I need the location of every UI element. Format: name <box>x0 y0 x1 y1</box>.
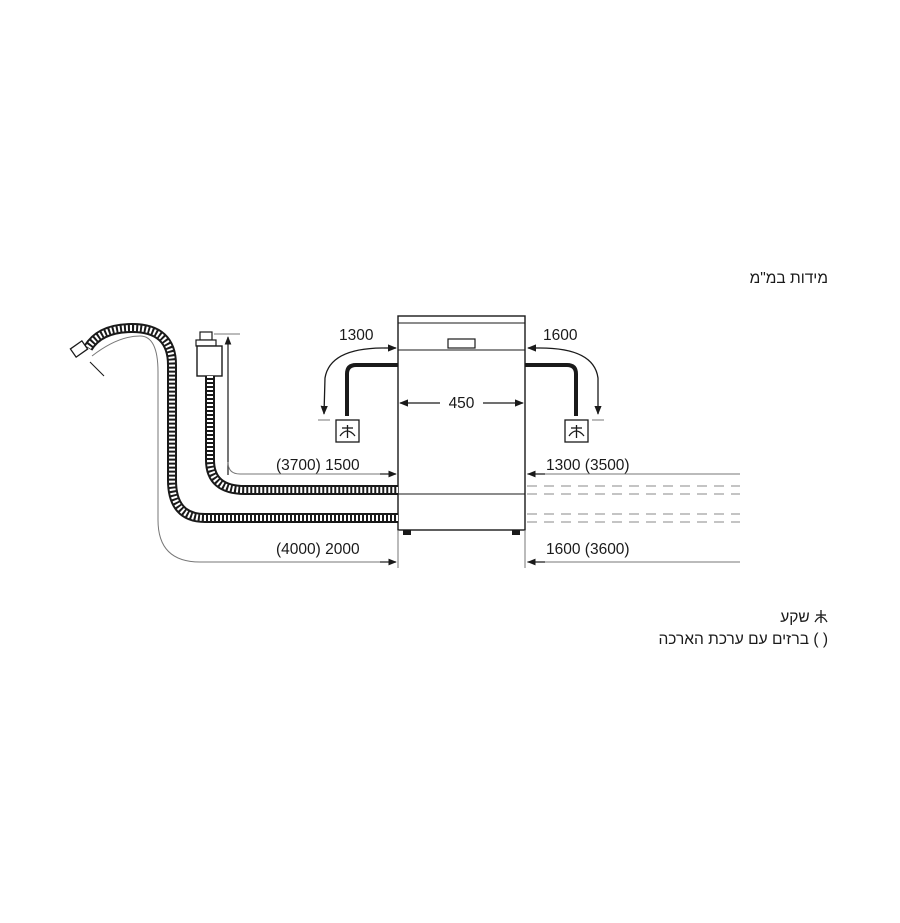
legend-brackets-label: ברזים עם ערכת הארכה <box>658 631 810 648</box>
dishwasher-handle <box>447 338 476 349</box>
right-power-cable <box>525 363 578 416</box>
left-lower-hose-label: (4000) 2000 <box>276 541 360 558</box>
socket-icon-legend <box>814 608 828 627</box>
right-height-label: 1600 <box>543 327 578 344</box>
dishwasher <box>397 315 526 535</box>
drain-hose <box>83 322 398 523</box>
legend-socket-label: שקע <box>780 609 810 626</box>
left-upper-hose-label: (3700) 1500 <box>276 457 360 474</box>
legend-socket: שקע <box>780 608 828 627</box>
legend-brackets: ( ) ברזים עם ערכת הארכה <box>658 631 828 649</box>
right-upper-hose-label: 1300 (3500) <box>546 457 630 474</box>
left-height-label: 1300 <box>339 327 374 344</box>
units-note: מידות במ"מ <box>749 270 828 287</box>
inlet-valve <box>195 331 223 377</box>
legend-brackets-symbol: ( ) <box>813 631 828 648</box>
socket-icon <box>335 419 360 443</box>
dishwasher-foot-right <box>512 530 520 535</box>
left-height-arc <box>320 347 385 415</box>
drain-guide-curve <box>91 335 396 563</box>
right-lower-hose-label: 1600 (3600) <box>546 541 630 558</box>
drain-tip-line <box>89 361 105 377</box>
inlet-guide-curve <box>227 461 396 475</box>
socket-icon-right <box>564 419 589 443</box>
left-power-cable <box>345 363 398 416</box>
width-label: 450 <box>449 395 475 412</box>
right-height-arc <box>539 347 602 415</box>
dishwasher-foot-left <box>403 530 411 535</box>
drain-hook <box>69 339 89 359</box>
